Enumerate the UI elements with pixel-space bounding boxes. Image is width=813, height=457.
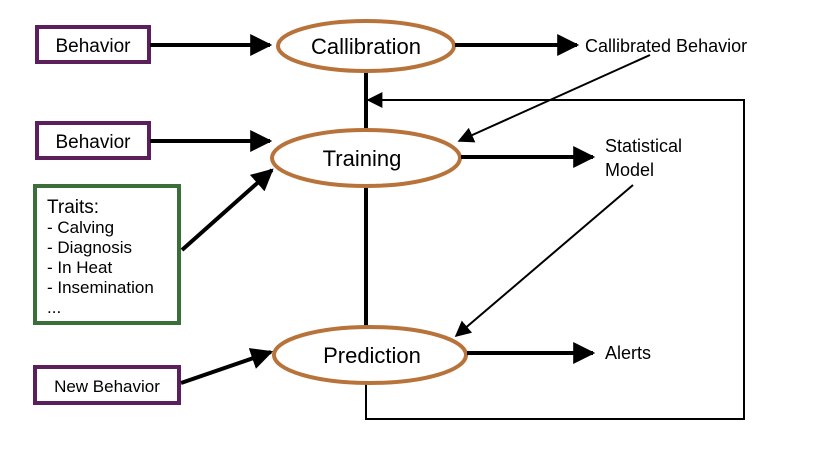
traits-item-diagnosis: - Diagnosis [47,238,132,257]
traits-item-in-heat: - In Heat [47,258,112,277]
arrow-traits-to-training [180,168,274,252]
arrow-calibrated-behavior-to-training [457,54,651,143]
feedback-loop-line [365,92,745,420]
training-label: Training [323,146,402,171]
behavior-input-label-1: Behavior [56,36,132,57]
statistical-model-label-line1: Statistical [605,136,682,156]
arrow-model-to-prediction [454,184,634,338]
behavior-input-box-2 [35,121,151,160]
statistical-model-label-line2: Model [605,160,654,180]
traits-item-more: ... [47,298,61,317]
calibration-label: Callibration [311,34,421,59]
traits-title: Traits: [47,197,99,218]
traits-box [33,184,181,325]
new-behavior-input-label: New Behavior [54,377,160,396]
alerts-label: Alerts [605,343,651,363]
behavior-input-box-1 [35,25,151,64]
arrow-new-behavior-to-prediction [180,348,274,385]
calibration-node [276,19,456,73]
calibrated-behavior-label: Callibrated Behavior [585,36,747,56]
training-node [270,128,462,188]
prediction-label: Prediction [323,343,421,368]
traits-item-insemination: - Insemination [47,278,154,297]
traits-item-calving: - Calving [47,218,114,237]
prediction-node [272,325,468,385]
behavior-input-label-2: Behavior [56,132,132,153]
new-behavior-input-box [33,365,181,405]
